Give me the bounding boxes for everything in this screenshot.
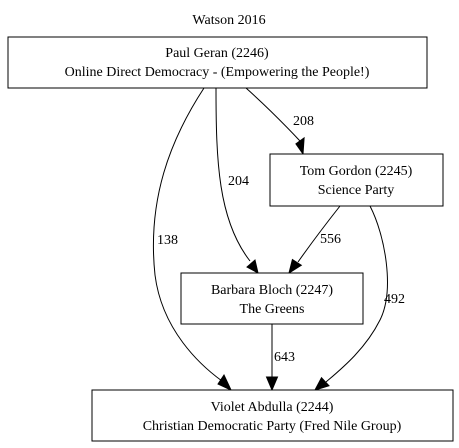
edge-line [215, 87, 251, 262]
node-party: Science Party [318, 183, 395, 198]
edge-geran-to-bloch: 204 [215, 87, 259, 274]
edge-geran-to-abdulla: 138 [152, 87, 233, 392]
node-box [269, 153, 444, 207]
node-title: Barbara Bloch (2247) [211, 283, 333, 298]
arrow-head-icon [217, 373, 233, 392]
arrow-head-icon [246, 259, 259, 274]
node-box [7, 36, 428, 89]
edge-gordon-to-abdulla: 492 [314, 205, 405, 391]
node-title: Paul Geran (2246) [165, 46, 269, 61]
edge-line [152, 87, 223, 382]
edge-label-492: 492 [384, 292, 405, 307]
edge-gordon-to-bloch: 556 [288, 205, 341, 275]
arrow-head-icon [265, 376, 279, 392]
arrow-head-icon [295, 136, 305, 156]
node-title: Violet Abdulla (2244) [211, 400, 334, 415]
node-box [91, 389, 454, 442]
node-violet-abdulla[interactable]: Violet Abdulla (2244) Christian Democrat… [91, 389, 454, 442]
arrow-head-icon [288, 258, 303, 275]
node-barbara-bloch[interactable]: Barbara Bloch (2247) The Greens [180, 272, 364, 325]
edge-geran-to-gordon: 208 [245, 87, 314, 156]
edge-line [245, 87, 301, 142]
node-box [180, 272, 364, 325]
node-tom-gordon[interactable]: Tom Gordon (2245) Science Party [269, 153, 444, 207]
node-party: The Greens [240, 302, 305, 317]
edge-label-204: 204 [228, 174, 249, 189]
node-paul-geran[interactable]: Paul Geran (2246) Online Direct Democrac… [7, 36, 428, 89]
node-party: Christian Democratic Party (Fred Nile Gr… [143, 419, 402, 434]
edge-line [325, 205, 388, 383]
edge-line [297, 205, 341, 263]
edge-label-643: 643 [274, 350, 295, 365]
edge-label-208: 208 [293, 114, 314, 129]
edge-label-138: 138 [157, 233, 178, 248]
node-party: Online Direct Democracy - (Empowering th… [65, 65, 370, 80]
arrow-head-icon [314, 376, 330, 391]
edge-label-556: 556 [320, 232, 341, 247]
edge-bloch-to-abdulla: 643 [265, 324, 295, 392]
node-title: Tom Gordon (2245) [300, 164, 413, 179]
diagram-title: Watson 2016 [192, 13, 265, 28]
